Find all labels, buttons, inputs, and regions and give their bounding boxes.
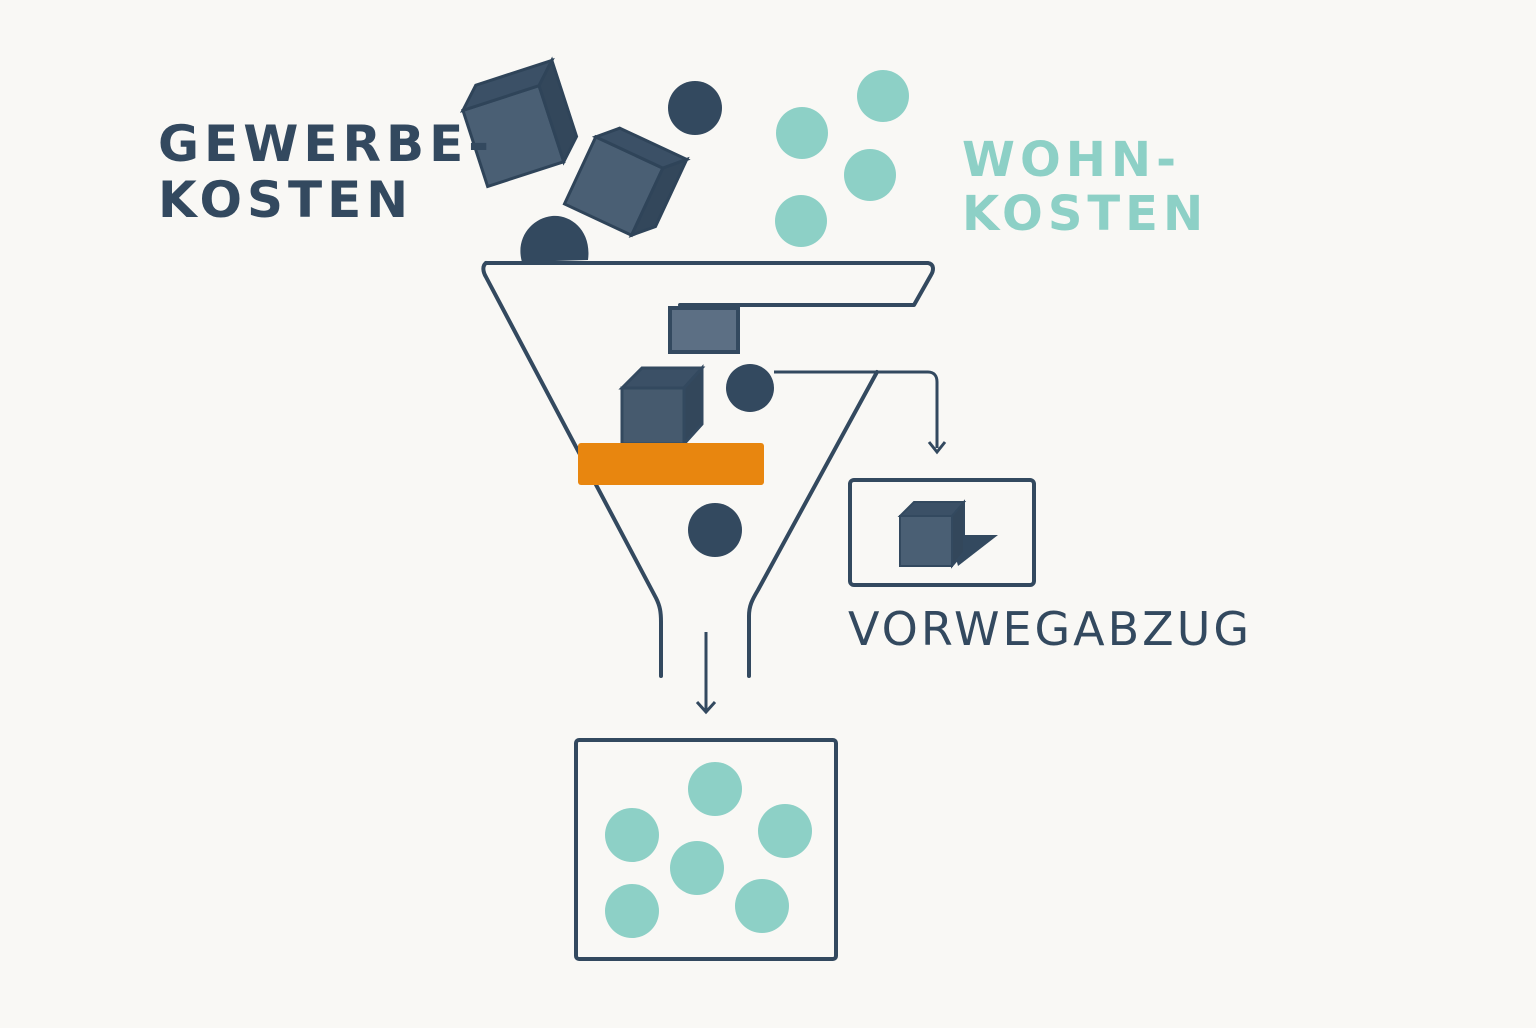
- funnel-cube: [618, 364, 706, 448]
- gewerbe-cube-1: [459, 56, 579, 189]
- result-dot-4: [670, 841, 724, 895]
- result-box: [574, 738, 838, 961]
- result-dot-6: [735, 879, 789, 933]
- gewerbe-label-line-1: GEWERBE-: [158, 115, 495, 173]
- wohn-dot-4: [775, 195, 827, 247]
- gewerbe-label-line-2: KOSTEN: [158, 171, 414, 229]
- wohn-label-line-1: WOHN-: [962, 132, 1182, 188]
- result-dot-3: [758, 804, 812, 858]
- vorwegabzug-box: [848, 478, 1036, 587]
- gewerbe-kosten-label: GEWERBE- KOSTEN: [158, 116, 494, 228]
- gewerbe-stone: [520, 215, 589, 262]
- diverted-dot: [726, 364, 774, 412]
- cube-icon: [897, 499, 998, 569]
- wohn-label-line-2: KOSTEN: [962, 185, 1209, 242]
- diversion-arrow: [774, 370, 939, 448]
- arrow-down-icon: [927, 441, 947, 455]
- arrow-down-icon: [695, 700, 717, 715]
- wohn-dot-2: [776, 107, 828, 159]
- wohn-kosten-label: WOHN- KOSTEN: [962, 132, 1209, 242]
- wohn-dot-3: [844, 149, 896, 201]
- gewerbe-dot: [668, 81, 722, 135]
- vorwegabzug-label: VORWEGABZUG: [848, 602, 1253, 656]
- filter-bar: [578, 443, 764, 485]
- result-dot-1: [688, 762, 742, 816]
- funnel-icon: [481, 261, 935, 678]
- shelf-block: [668, 306, 740, 354]
- wohn-dot-1: [857, 70, 909, 122]
- result-dot-2: [605, 808, 659, 862]
- passing-dot: [688, 503, 742, 557]
- result-dot-5: [605, 884, 659, 938]
- gewerbe-cube-2: [562, 126, 691, 238]
